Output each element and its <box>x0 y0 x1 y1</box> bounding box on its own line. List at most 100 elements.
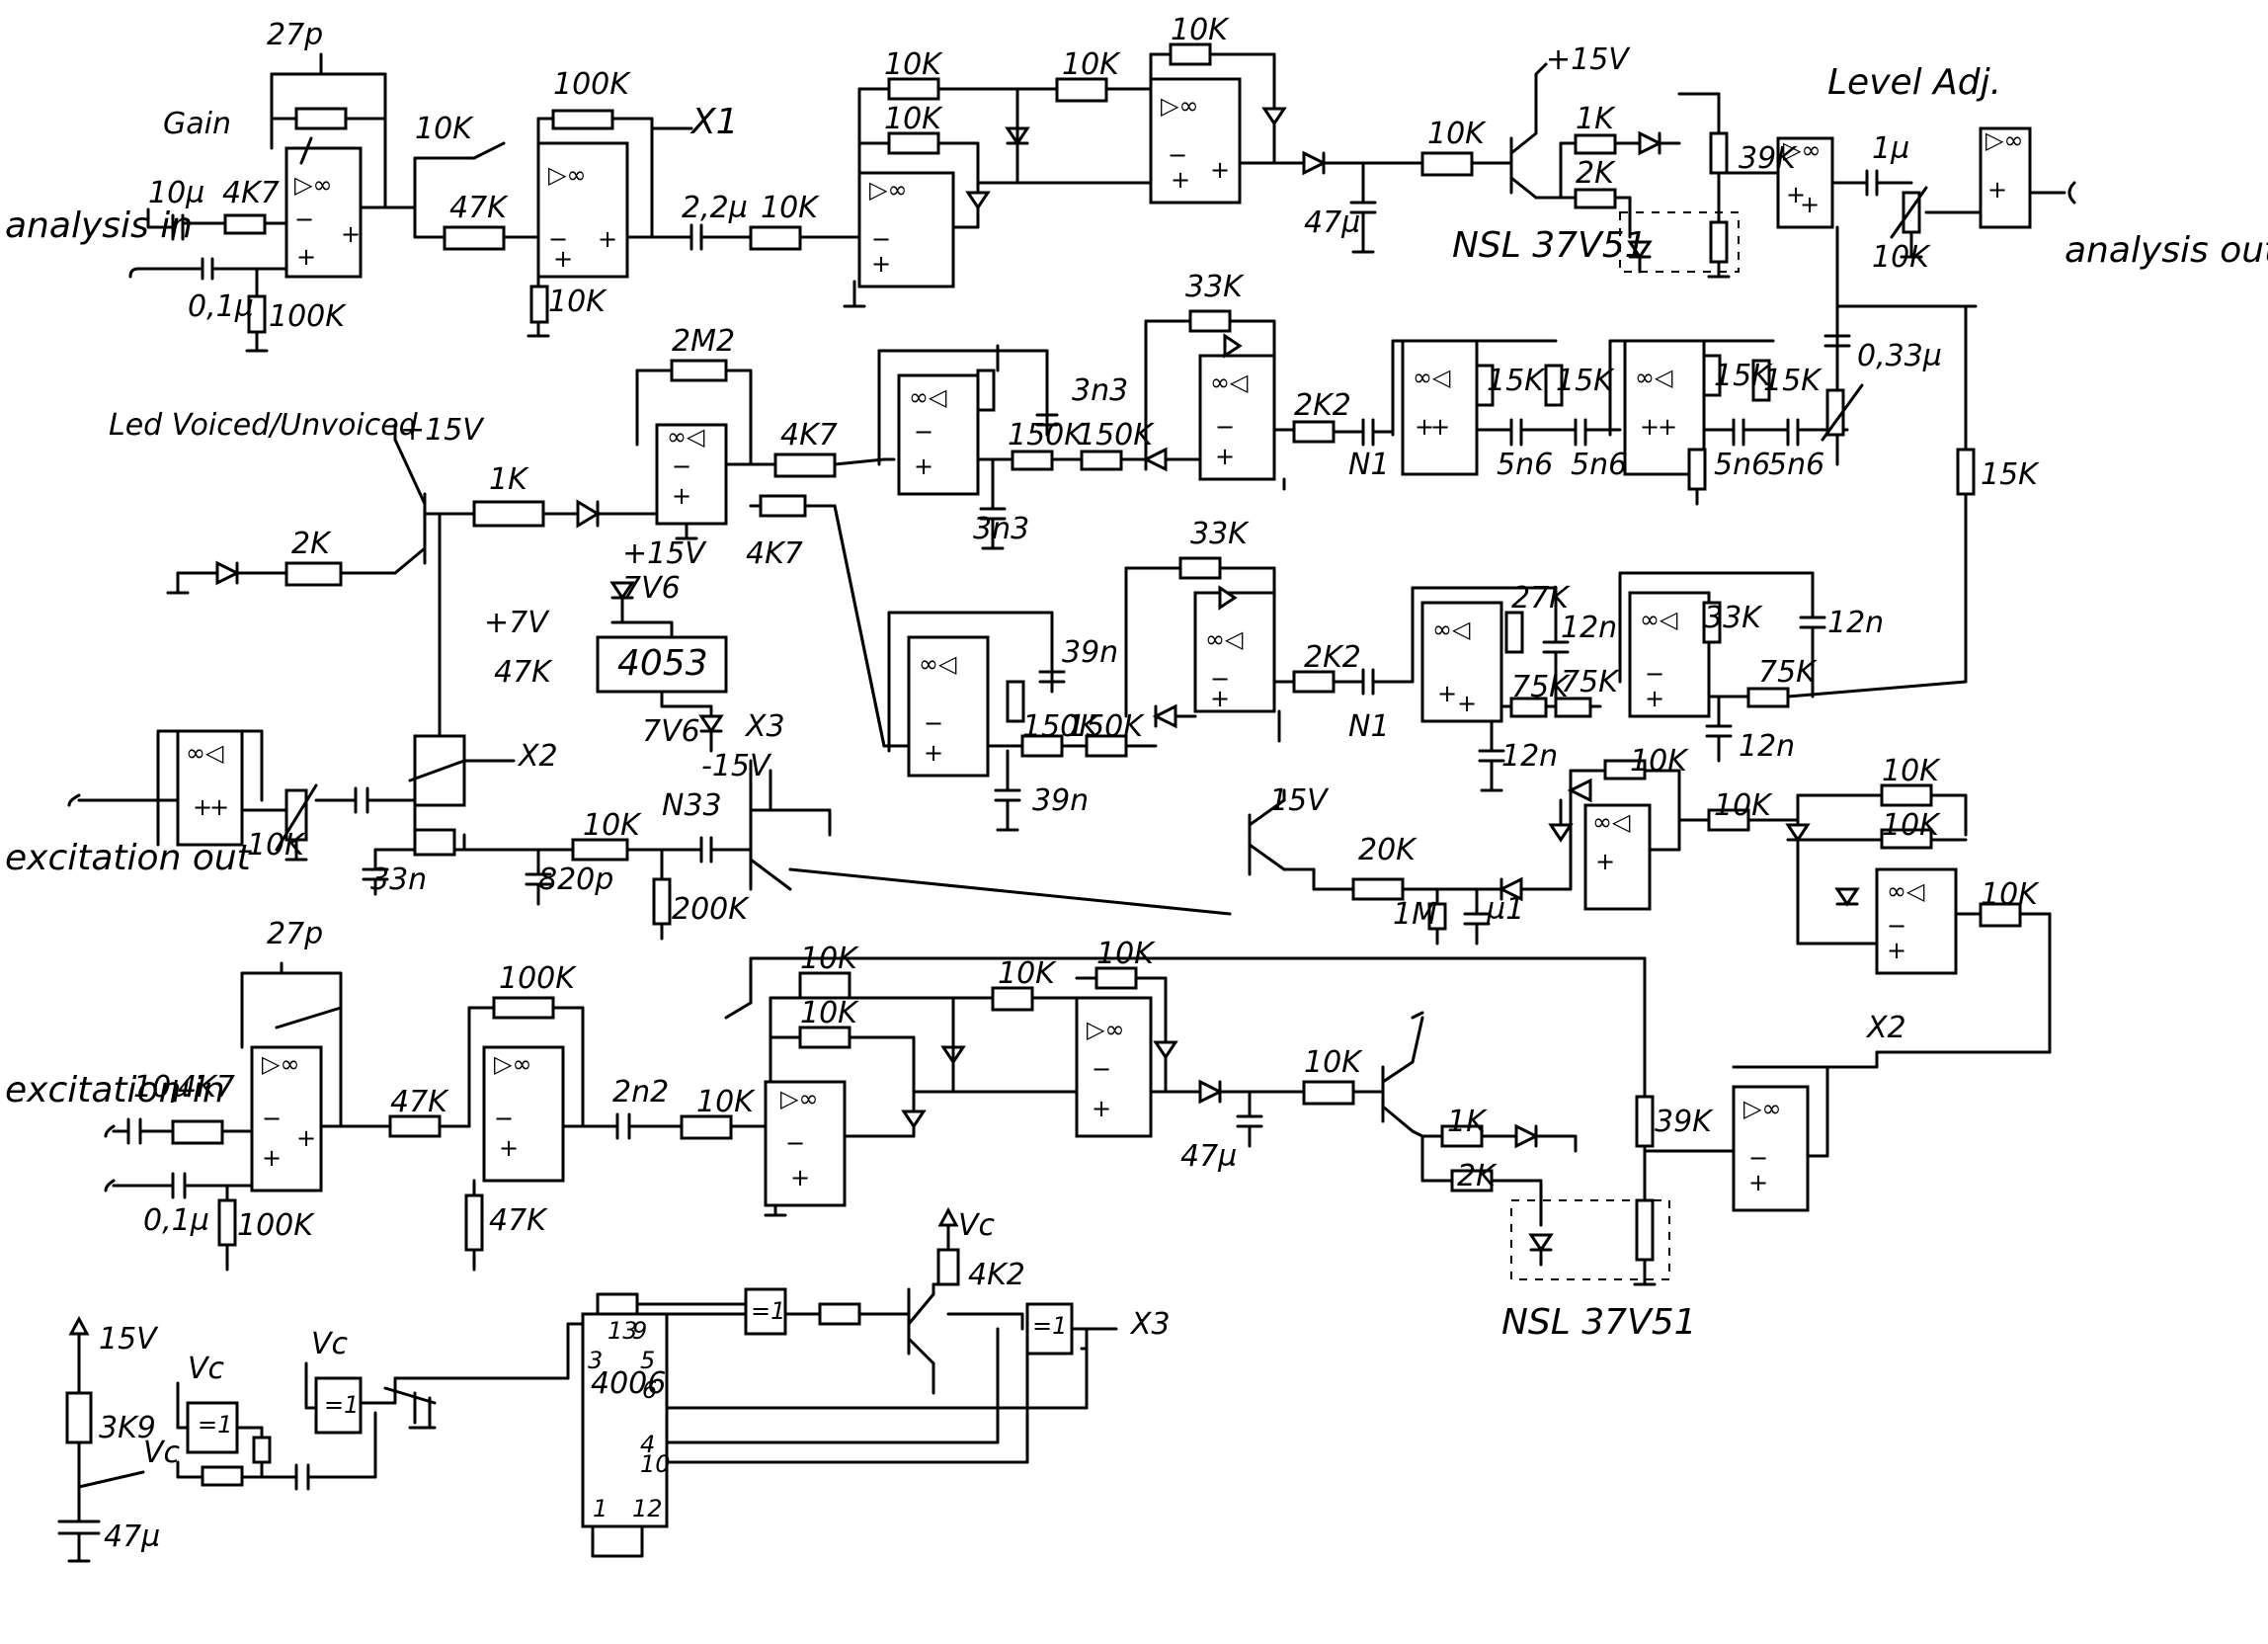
comparator-stage: ∞◁ − + <box>1785 783 2052 1054</box>
component-label-z1: 7V6 <box>622 571 681 606</box>
svg-text:−: − <box>1168 141 1187 169</box>
label-4006: 4006 <box>591 1366 666 1401</box>
opamp-1 <box>284 146 363 279</box>
svg-text:∞◁: ∞◁ <box>909 383 947 411</box>
svg-text:−: − <box>672 452 691 480</box>
component-label-r17: 2M2 <box>672 324 735 359</box>
component-label-r14: 2K <box>1576 156 1616 191</box>
label-nsl-1: NSL 37V51 <box>1452 225 1648 266</box>
opamp-22 <box>1075 996 1153 1138</box>
component-label-vc2: Vc <box>311 1327 349 1361</box>
svg-text:+: + <box>924 739 943 767</box>
opamp-5 <box>1776 136 1834 229</box>
svg-text:∞◁: ∞◁ <box>919 650 957 678</box>
ic-4006-pin-label: 12 <box>632 1495 663 1522</box>
component-label-r32: 33K <box>1190 517 1250 551</box>
svg-text:▷∞: ▷∞ <box>494 1050 531 1078</box>
inverter-2 <box>314 1376 363 1435</box>
component-label-v3: +15V <box>622 536 707 571</box>
svg-text:−: − <box>914 418 933 446</box>
component-label-r52: 100K <box>237 1208 315 1243</box>
ic-4053 <box>596 635 728 694</box>
component-label-r25: 33K <box>1185 270 1245 304</box>
svg-text:∞◁: ∞◁ <box>1640 606 1678 633</box>
opamp-15 <box>1628 591 1711 718</box>
component-label-r34: 150K <box>1067 709 1145 744</box>
svg-text:+: + <box>1748 1169 1768 1196</box>
svg-text:+: + <box>1786 181 1806 208</box>
component-label-r58: 10K <box>800 996 859 1030</box>
label-x3-b: X3 <box>1129 1307 1171 1342</box>
component-label-r54: 100K <box>499 961 577 996</box>
envelope-follower-2m2: ∞◁ − + <box>635 359 886 748</box>
component-label-c5: 47µ <box>1304 206 1360 240</box>
component-label-r65: 3K9 <box>99 1411 156 1445</box>
component-label-r62: 1K <box>1447 1105 1488 1139</box>
filter-cell-12n-b: ∞◁ − + <box>1618 571 1968 763</box>
svg-text:−: − <box>924 709 943 737</box>
component-label-r38: 75K <box>1561 665 1620 699</box>
svg-text:+: + <box>790 1164 810 1192</box>
svg-text:−: − <box>1645 660 1664 688</box>
component-label-c26: 27p <box>267 917 323 951</box>
label-led-voiced: Led Voiced/Unvoiced <box>109 408 419 443</box>
component-label-r23: 150K <box>1008 418 1086 452</box>
component-label-r59: 10K <box>998 956 1057 991</box>
opamp-14 <box>1420 601 1503 723</box>
svg-text:=1: =1 <box>324 1391 359 1419</box>
component-label-c17: N1 <box>1348 709 1390 744</box>
component-label-r37: 75K <box>1511 670 1571 704</box>
component-label-r6: 10K <box>548 285 608 319</box>
rectifier-stage-1: ▷∞ − + ▷∞ − + + <box>843 42 1513 308</box>
label-x2-a: X2 <box>517 739 558 774</box>
component-label-c20: 12n <box>1827 606 1884 640</box>
component-label-c6: 1µ <box>1872 131 1909 166</box>
component-label-r66: 4K2 <box>968 1258 1025 1292</box>
component-label-c22: 33n <box>370 863 427 897</box>
svg-text:▷∞: ▷∞ <box>1161 92 1198 120</box>
svg-text:−: − <box>1210 665 1230 693</box>
component-label-r28: 15K <box>1556 364 1615 398</box>
filter-cell-12n-a: ∞◁ + + <box>1411 586 1602 792</box>
svg-text:=1: =1 <box>198 1411 232 1438</box>
component-label-r19: 4K7 <box>746 536 803 571</box>
component-label-c30: 47µ <box>1180 1139 1237 1174</box>
svg-text:+: + <box>672 482 691 510</box>
filter-cell-5n6-a: ∞◁ + + <box>1391 339 1622 476</box>
component-label-c29: 2n2 <box>612 1075 669 1110</box>
svg-text:=1: =1 <box>1032 1312 1067 1340</box>
svg-text:∞◁: ∞◁ <box>1205 625 1244 653</box>
component-label-c25: µ1 <box>1486 892 1524 927</box>
opamp-10 <box>1401 339 1479 476</box>
component-label-r5: 100K <box>553 67 631 102</box>
component-label-r50: 10K <box>1981 877 2040 912</box>
component-label-c23: 820p <box>538 863 613 897</box>
svg-text:−: − <box>1092 1055 1111 1083</box>
svg-text:∞◁: ∞◁ <box>1413 364 1451 391</box>
label-level-adj: Level Adj. <box>1827 62 2001 103</box>
xor-output-stage: =1 =1 <box>744 1206 1118 1395</box>
ic-4006-pin-label: 3 <box>588 1347 603 1374</box>
clock-generator: =1 =1 <box>57 1315 570 1563</box>
component-label-r53: 47K <box>390 1085 449 1119</box>
level-adjust-stage: ▷∞ + + ▷∞ + <box>1776 126 2076 338</box>
svg-text:+: + <box>871 250 891 278</box>
component-label-r40: 75K <box>1758 655 1818 690</box>
svg-text:−: − <box>548 225 568 253</box>
svg-text:+: + <box>1437 680 1457 707</box>
svg-text:+: + <box>598 225 617 253</box>
svg-text:=1: =1 <box>751 1297 785 1325</box>
component-label-r42: 10K <box>583 808 642 843</box>
svg-text:+: + <box>1645 685 1664 712</box>
opamp-2 <box>536 141 629 279</box>
svg-text:▷∞: ▷∞ <box>780 1085 818 1112</box>
component-label-c18: 12n <box>1561 611 1617 645</box>
svg-text:▷∞: ▷∞ <box>294 171 332 199</box>
svg-text:+: + <box>1415 413 1434 441</box>
label-x2-b: X2 <box>1865 1011 1906 1045</box>
component-label-z2: 7V6 <box>642 714 700 749</box>
component-label-v7: 15V <box>99 1322 159 1356</box>
svg-text:+: + <box>553 245 573 273</box>
opamp-7 <box>655 423 728 526</box>
svg-text:−: − <box>1887 912 1906 940</box>
